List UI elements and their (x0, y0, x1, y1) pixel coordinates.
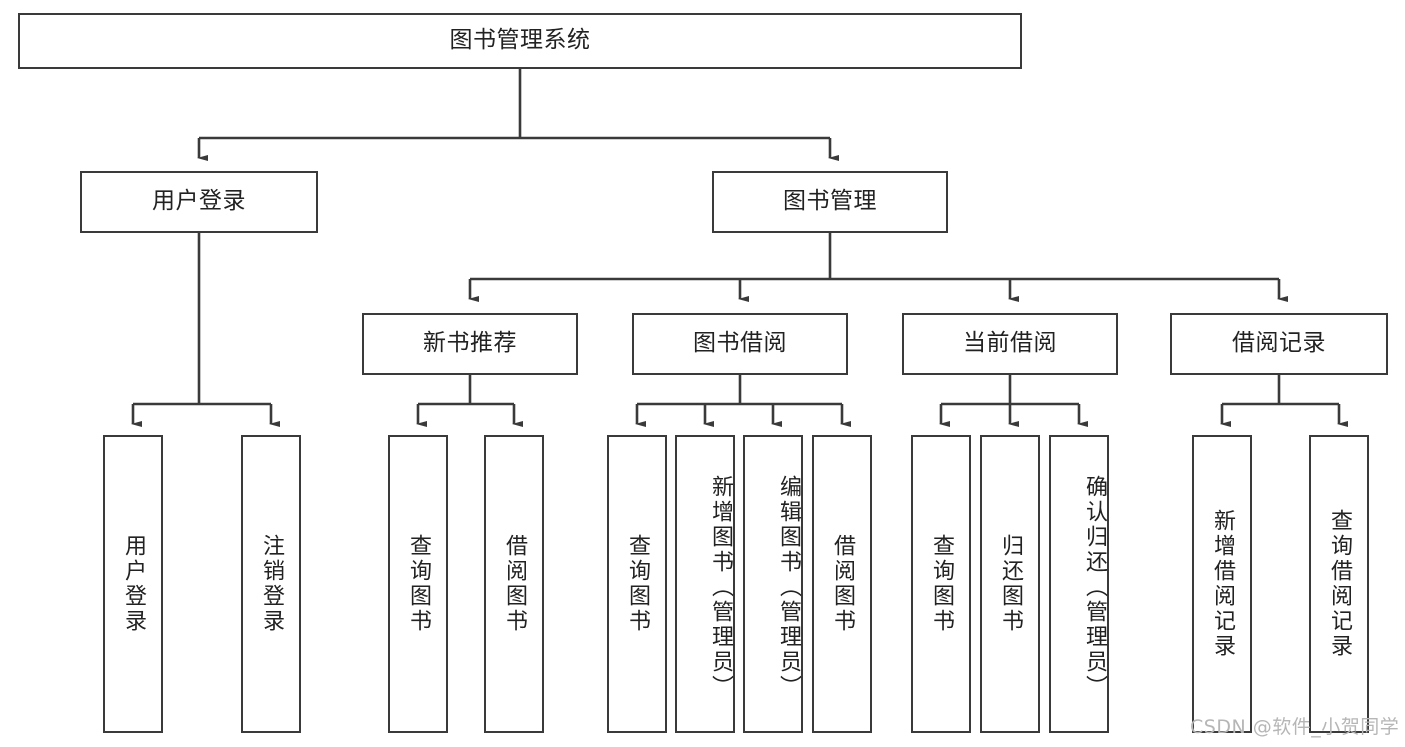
leaf-borrow-book-recommend[interactable]: 借阅图书 (484, 435, 544, 733)
leaf-add-borrow-record-label: 新增借阅记录 (1209, 509, 1235, 659)
node-book-borrow[interactable]: 图书借阅 (632, 313, 848, 375)
leaf-query-book-recommend[interactable]: 查询图书 (388, 435, 448, 733)
leaf-query-book-borrow-label: 查询图书 (624, 534, 650, 634)
node-root[interactable]: 图书管理系统 (18, 13, 1022, 69)
node-current-borrow-label: 当前借阅 (963, 330, 1057, 357)
leaf-query-borrow-record[interactable]: 查询借阅记录 (1309, 435, 1369, 733)
node-user-login[interactable]: 用户登录 (80, 171, 318, 233)
node-root-label: 图书管理系统 (449, 27, 591, 54)
leaf-logout-label: 注销登录 (258, 534, 284, 634)
leaf-add-book-admin[interactable]: 新增图书（管理员） (675, 435, 735, 733)
node-book-borrow-label: 图书借阅 (693, 330, 787, 357)
leaf-user-login[interactable]: 用户登录 (103, 435, 163, 733)
node-borrow-record[interactable]: 借阅记录 (1170, 313, 1388, 375)
leaf-return-book[interactable]: 归还图书 (980, 435, 1040, 733)
leaf-query-book-current[interactable]: 查询图书 (911, 435, 971, 733)
leaf-borrow-book-label: 借阅图书 (829, 534, 855, 634)
leaf-logout[interactable]: 注销登录 (241, 435, 301, 733)
node-current-borrow[interactable]: 当前借阅 (902, 313, 1118, 375)
leaf-return-book-label: 归还图书 (997, 534, 1023, 634)
leaf-query-book-current-label: 查询图书 (928, 534, 954, 634)
node-user-login-label: 用户登录 (152, 188, 246, 215)
csdn-watermark: CSDN @软件_小贺同学 (1190, 716, 1400, 738)
node-book-management[interactable]: 图书管理 (712, 171, 948, 233)
node-borrow-record-label: 借阅记录 (1232, 330, 1326, 357)
leaf-edit-book-admin-label: 编辑图书（管理员） (776, 474, 801, 700)
leaf-edit-book-admin[interactable]: 编辑图书（管理员） (743, 435, 803, 733)
leaf-add-borrow-record[interactable]: 新增借阅记录 (1192, 435, 1252, 733)
leaf-borrow-book[interactable]: 借阅图书 (812, 435, 872, 733)
leaf-user-login-label: 用户登录 (120, 534, 146, 634)
leaf-query-book-borrow[interactable]: 查询图书 (607, 435, 667, 733)
leaf-confirm-return-admin[interactable]: 确认归还（管理员） (1049, 435, 1109, 733)
node-new-book-recommend-label: 新书推荐 (423, 330, 517, 357)
leaf-query-book-recommend-label: 查询图书 (405, 534, 431, 634)
leaf-borrow-book-recommend-label: 借阅图书 (501, 534, 527, 634)
leaf-query-borrow-record-label: 查询借阅记录 (1326, 509, 1352, 659)
leaf-add-book-admin-label: 新增图书（管理员） (708, 474, 733, 700)
node-book-management-label: 图书管理 (783, 188, 877, 215)
leaf-confirm-return-admin-label: 确认归还（管理员） (1082, 474, 1107, 700)
node-new-book-recommend[interactable]: 新书推荐 (362, 313, 578, 375)
